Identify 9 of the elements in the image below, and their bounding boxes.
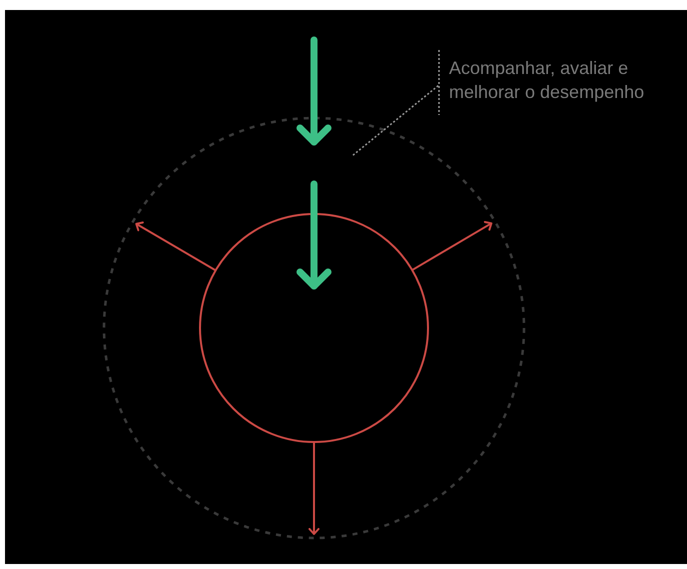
leader-line (352, 50, 440, 157)
inner-circle (200, 214, 428, 442)
arrow (308, 442, 320, 535)
arrow (296, 36, 332, 146)
arrow (296, 180, 332, 290)
annotation-text: Acompanhar, avaliar e melhorar o desempenho (449, 56, 687, 104)
arrow (412, 220, 492, 271)
arrow (135, 222, 216, 272)
outer-dashed-circle (104, 118, 524, 538)
